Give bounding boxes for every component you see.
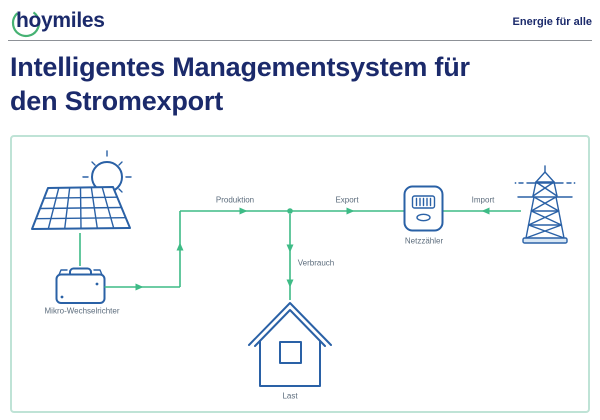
flow-label-verbrauch: Verbrauch — [297, 258, 335, 268]
header-divider — [8, 40, 592, 41]
flow-label-export: Export — [335, 195, 359, 205]
flow-label-produktion: Produktion — [215, 195, 255, 205]
node-label-netzzaehler: Netzzähler — [404, 236, 444, 246]
node-label-last: Last — [282, 391, 298, 401]
diagram-frame — [10, 135, 590, 413]
power-tower-icon — [514, 165, 576, 244]
arrow-right-icon — [346, 207, 355, 215]
logo-wordmark: hoymiles — [16, 9, 105, 32]
page-title-line2: den Stromexport — [10, 86, 224, 116]
page-title: Intelligentes Managementsystem für den St… — [10, 50, 470, 118]
arrow-down-icon — [286, 279, 294, 288]
micro-inverter-icon — [55, 267, 106, 304]
arrow-up-icon — [176, 242, 184, 251]
page-title-line1: Intelligentes Managementsystem für — [10, 52, 470, 82]
grid-meter-icon — [403, 185, 444, 232]
arrow-right-icon — [135, 283, 144, 291]
flow-lines — [104, 207, 521, 300]
header-tagline: Energie für alle — [512, 16, 592, 28]
house-icon — [248, 302, 332, 387]
node-label-mikro-wechselrichter: Mikro-Wechselrichter — [44, 306, 120, 316]
solar-panel-icon — [31, 186, 131, 230]
arrow-down-icon — [286, 244, 294, 253]
flow-label-import: Import — [471, 195, 495, 205]
logo-arc-icon — [11, 8, 41, 38]
hoymiles-logo: hoymiles — [10, 5, 105, 38]
arrow-right-icon — [239, 207, 248, 215]
arrow-left-icon — [481, 207, 490, 215]
